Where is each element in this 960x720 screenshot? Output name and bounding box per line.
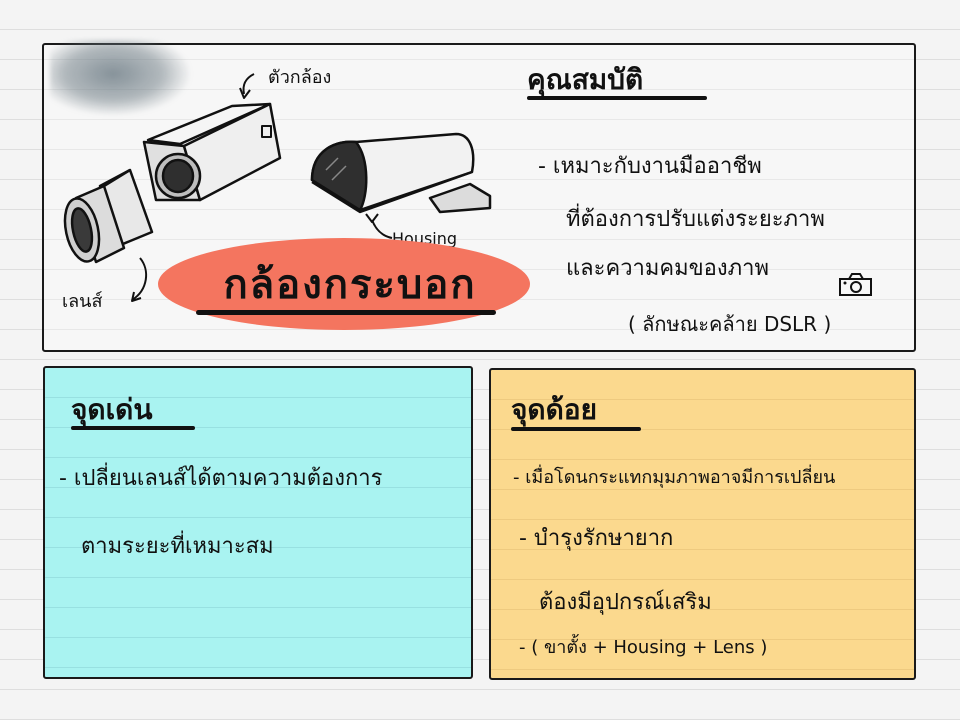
lens-label: เลนส์: [62, 291, 103, 312]
cons-line-4: - ( ขาตั้ง + Housing + Lens ): [519, 637, 768, 658]
page-title: กล้องกระบอก: [223, 262, 477, 308]
properties-underline: [527, 96, 707, 100]
ink-smudge: [50, 40, 190, 115]
pros-line-1: - เปลี่ยนเลนส์ได้ตามความต้องการ: [59, 466, 383, 491]
properties-line-3: และความคมของภาพ: [566, 256, 769, 281]
pros-panel: จุดเด่น - เปลี่ยนเลนส์ได้ตามความต้องการ …: [43, 366, 473, 679]
properties-note: ( ลักษณะคล้าย DSLR ): [628, 312, 832, 336]
pros-line-2: ตามระยะที่เหมาะสม: [81, 534, 274, 559]
camera-icon: [839, 273, 872, 296]
cons-line-2: - บำรุงรักษายาก: [519, 526, 674, 551]
housing-drawing: [310, 132, 492, 239]
properties-line-2: ที่ต้องการปรับแต่งระยะภาพ: [566, 207, 825, 232]
pros-underline: [71, 426, 195, 430]
title-underline: [196, 310, 496, 315]
properties-line-1: - เหมาะกับงานมืออาชีพ: [538, 154, 762, 179]
properties-heading: คุณสมบัติ: [527, 63, 644, 96]
cons-line-1: - เมื่อโดนกระแทกมุมภาพอาจมีการเปลี่ยน: [513, 467, 836, 488]
cons-panel: จุดด้อย - เมื่อโดนกระแทกมุมภาพอาจมีการเป…: [489, 368, 916, 680]
cons-underline: [511, 427, 641, 431]
cons-heading: จุดด้อย: [511, 393, 597, 426]
cons-line-3: ต้องมีอุปกรณ์เสริม: [539, 590, 712, 615]
lens-drawing: [63, 168, 154, 302]
camera-body-drawing: [142, 73, 282, 202]
camera-body-label: ตัวกล้อง: [268, 67, 332, 88]
pros-heading: จุดเด่น: [71, 393, 153, 426]
